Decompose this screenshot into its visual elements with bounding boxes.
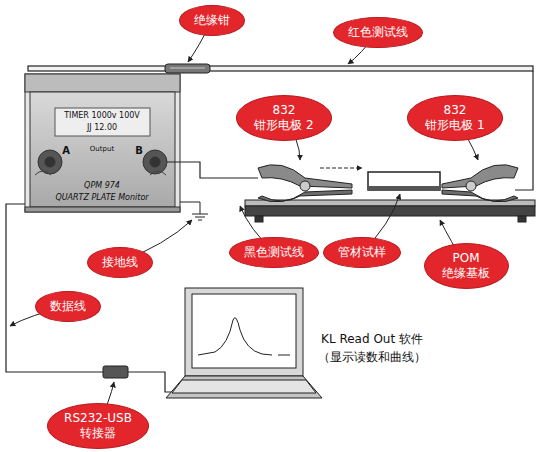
clamp-electrode-1 [442, 165, 518, 202]
callout-bubble: 黑色测试线 [229, 237, 319, 268]
data-cable [6, 204, 178, 392]
callout-text: 管材试样 [338, 245, 386, 260]
callout-bubble: 管材试样 [323, 237, 401, 268]
display-text: JJ 12.00 [87, 124, 117, 133]
leader-lines [10, 20, 478, 426]
model-name: QPM 974 [84, 182, 120, 191]
callout-text: 红色测试线 [348, 25, 408, 40]
callout-text: RS232-USB 转接器 [62, 411, 134, 441]
software-note: （显示读数和曲线） [318, 351, 426, 364]
callout-bubble: RS232-USB 转接器 [47, 403, 149, 449]
callout-bubble: POM 绝缘基板 [424, 243, 509, 289]
pom-base-plate [245, 200, 535, 222]
callout-bubble: 832 钳形电极 2 [236, 95, 332, 141]
ground-wire [180, 202, 208, 220]
software-name: KL Read Out 软件 [321, 333, 423, 346]
callout-bubble: 接地线 [87, 247, 153, 278]
callout-text: 832 钳形电极 2 [251, 103, 317, 133]
callout-text: 接地线 [102, 255, 138, 270]
callout-bubble: 数据线 [35, 291, 101, 322]
callout-text: 832 钳形电极 1 [422, 103, 488, 133]
panel-text: Output [90, 146, 114, 154]
terminal-name: B [135, 145, 143, 156]
display-text: TIMER 1000v 100V [64, 112, 140, 121]
meter-instrument [25, 74, 180, 212]
callout-text: 绝缘钳 [194, 13, 230, 28]
tube-specimen [320, 168, 440, 190]
callout-bubble: 832 钳形电极 1 [407, 95, 503, 141]
black-test-lead [167, 162, 258, 178]
clamp-electrode-2 [258, 165, 352, 202]
callout-bubble: 绝缘钳 [179, 5, 245, 36]
callout-text: 黑色测试线 [244, 245, 304, 260]
callout-text: POM 绝缘基板 [439, 251, 494, 281]
insulated-clamp [165, 64, 210, 73]
terminal-name: A [62, 145, 70, 156]
laptop [166, 288, 322, 398]
model-name: QUARTZ PLATE Monitor [55, 194, 148, 203]
callout-text: 数据线 [50, 299, 86, 314]
rs232-usb-adapter [103, 366, 128, 378]
callout-bubble: 红色测试线 [333, 17, 423, 48]
